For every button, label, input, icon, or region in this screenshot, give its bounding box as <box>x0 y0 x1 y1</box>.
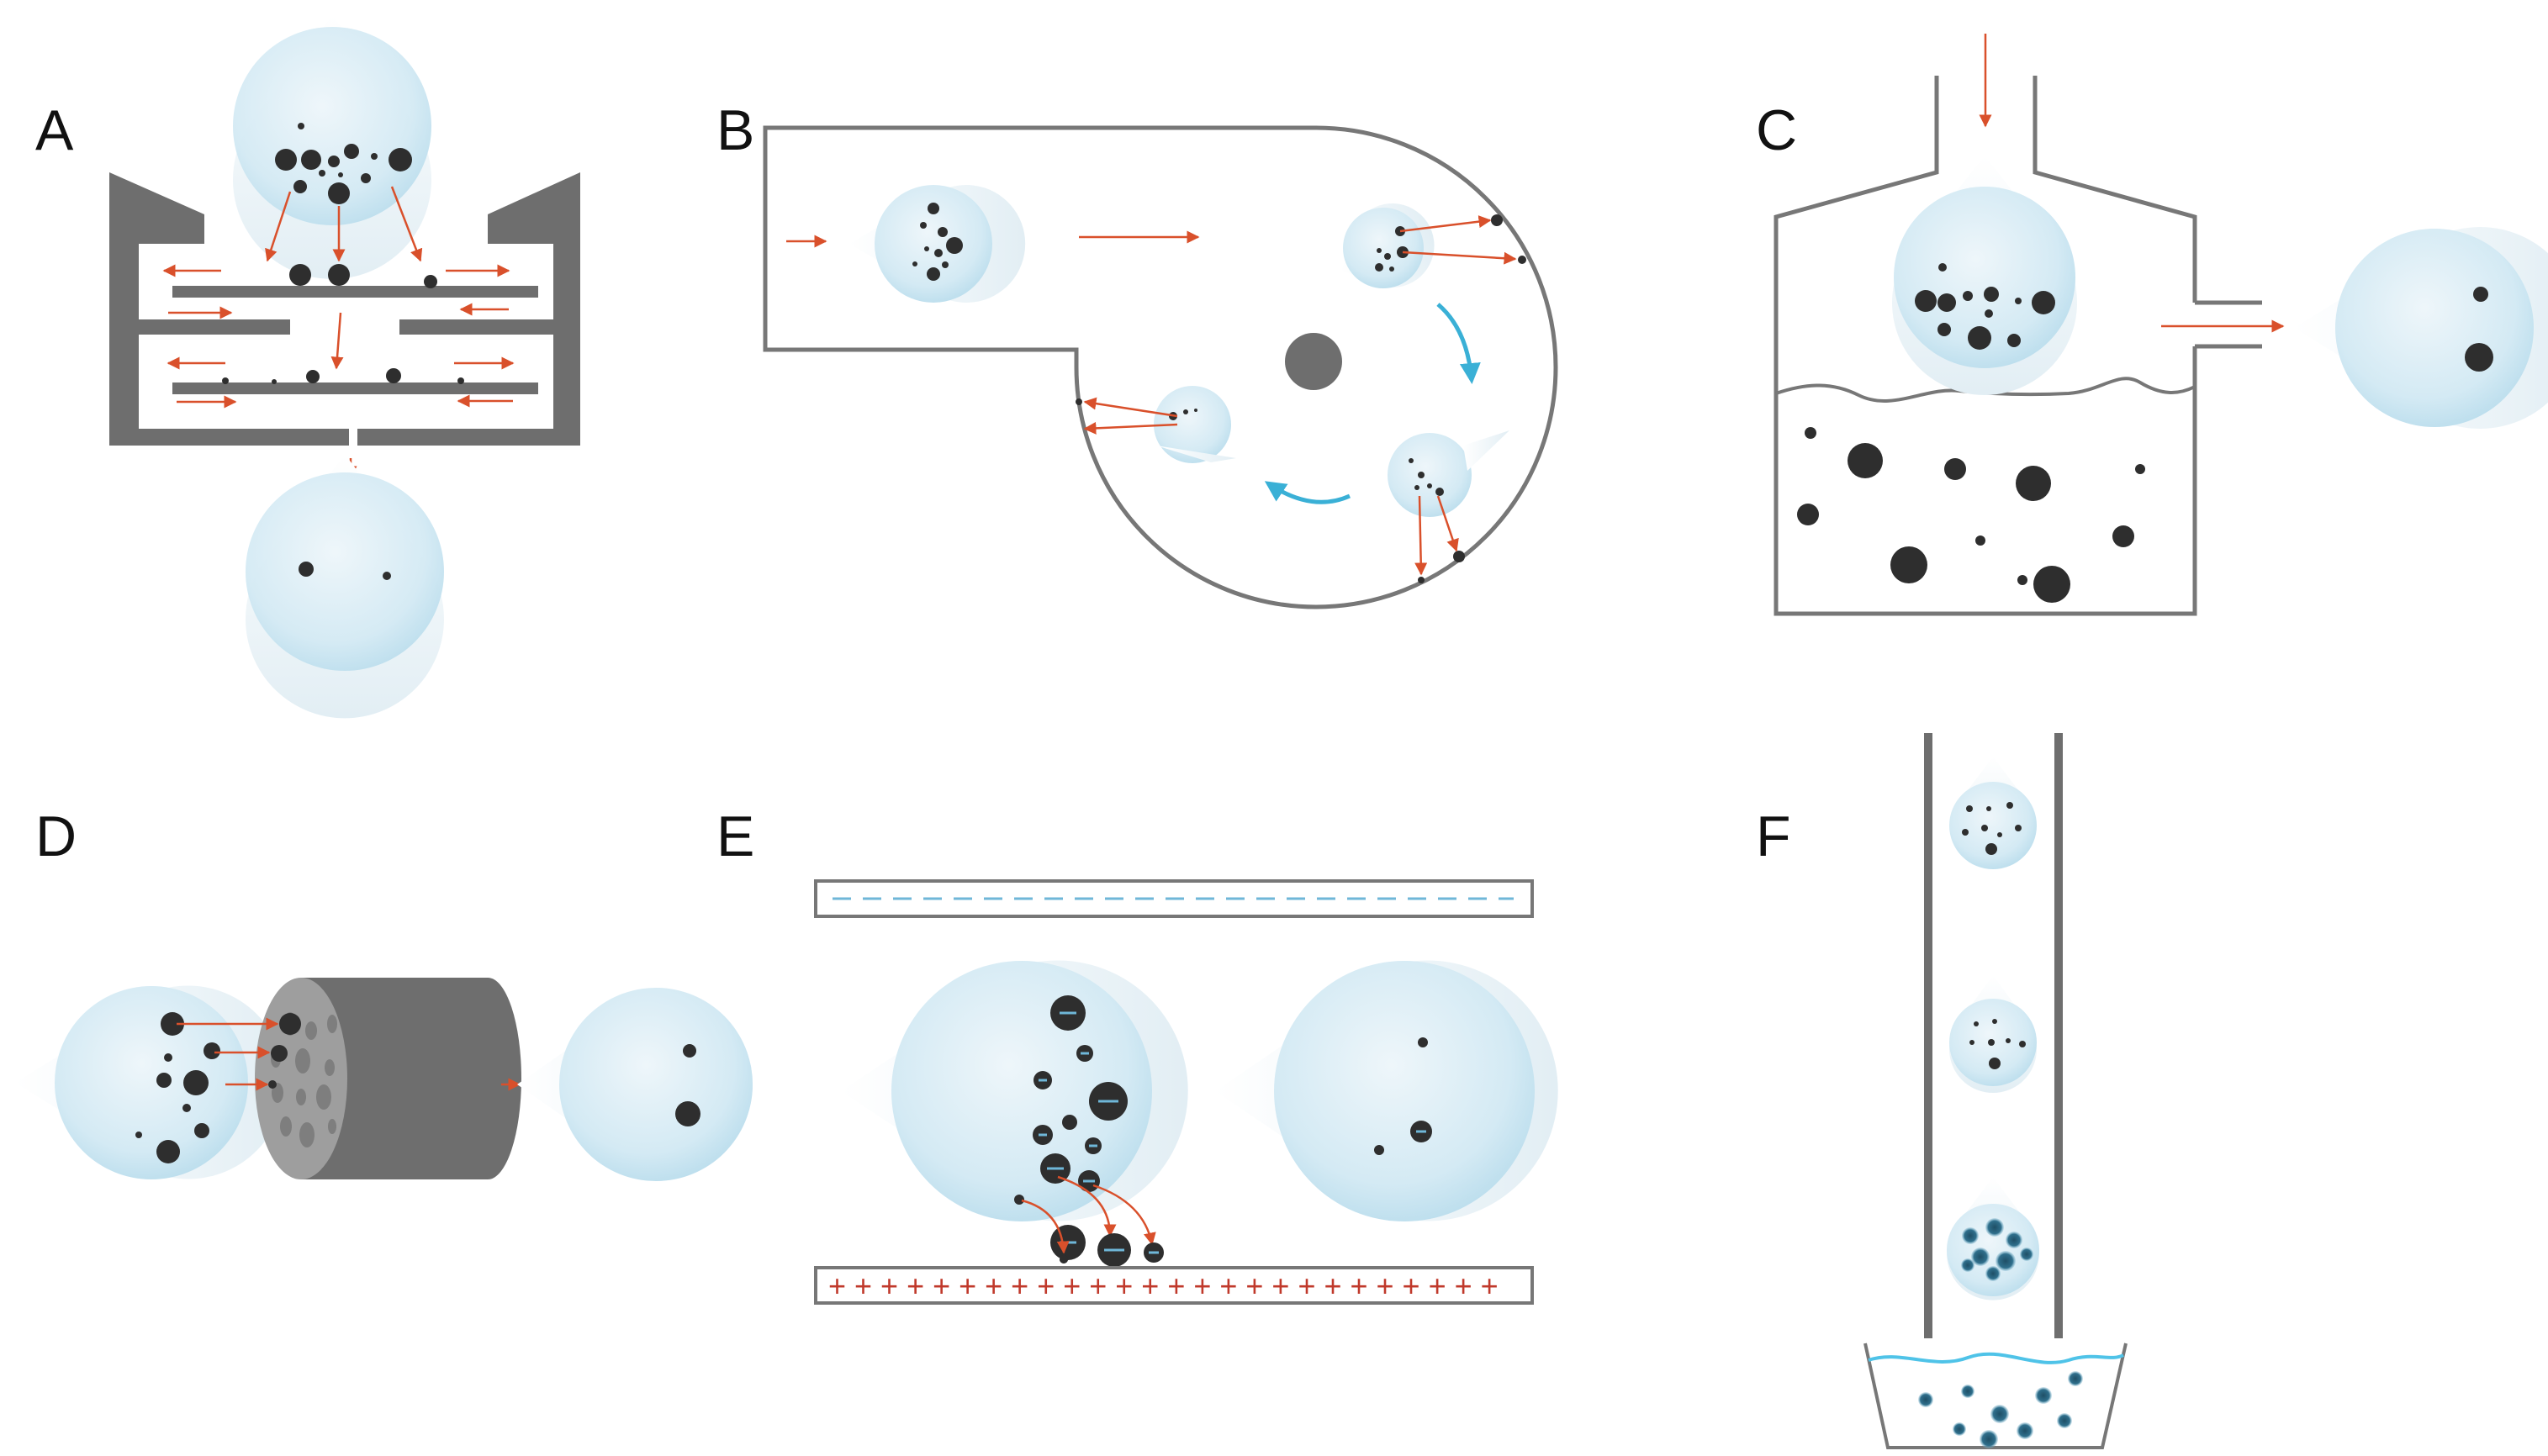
panel-a: A <box>35 15 580 719</box>
droplet-inlet <box>233 15 432 279</box>
droplet-d-outlet <box>517 988 753 1181</box>
positive-plate: + + + + + + + + + + + + + + + + + + + + … <box>814 1266 1534 1305</box>
droplet-outlet <box>246 454 444 719</box>
droplet-c-inside <box>1892 156 2077 395</box>
flow-arrows-e <box>1021 1175 1156 1254</box>
captured-particles-c <box>1797 427 2145 603</box>
collection-basin <box>1863 1343 2128 1449</box>
wall-particles-b <box>1076 214 1526 583</box>
deposited-particles-e <box>1060 1233 1164 1267</box>
negative-plate <box>814 879 1534 918</box>
cyclone-wall <box>763 125 1558 609</box>
liquid-surface <box>1775 377 2196 403</box>
panel-label-e: E <box>716 804 754 868</box>
particles-inlet <box>275 123 412 204</box>
impactor-housing <box>109 172 580 446</box>
panel-c: C <box>1756 34 2548 616</box>
droplet-d-inlet <box>15 985 285 1179</box>
panel-e: E <box>716 804 1558 1305</box>
tower-wall-left <box>1924 733 1932 1338</box>
droplet-b3 <box>1388 430 1509 517</box>
positive-plate-symbols: + + + + + + + + + + + + + + + + + + + + … <box>828 1269 1499 1303</box>
filter-cylinder <box>255 978 521 1179</box>
flow-arrows-d <box>177 1017 521 1091</box>
tower-wall-right <box>2054 733 2063 1338</box>
panel-label-a: A <box>35 98 74 162</box>
droplet-b1 <box>849 184 1026 303</box>
panel-b: B <box>716 98 1558 609</box>
cyclone-core <box>1285 333 1342 390</box>
panel-f: F <box>1756 733 2128 1449</box>
droplet-f2 <box>1949 975 2037 1094</box>
droplet-f3 <box>1946 1177 2039 1300</box>
swirl-arrows-b <box>1264 303 1481 504</box>
panel-d: D <box>15 804 753 1181</box>
panel-label-b: B <box>716 98 754 162</box>
droplet-f1 <box>1949 757 2037 869</box>
panel-label-f: F <box>1756 804 1791 868</box>
droplet-e-outlet <box>1215 960 1558 1221</box>
panel-label-d: D <box>35 804 77 868</box>
droplet-c-outlet <box>2294 227 2548 429</box>
droplet-b2 <box>1340 203 1435 288</box>
flow-arrows-a <box>162 186 515 479</box>
particles-d-inlet <box>135 1012 301 1163</box>
impacted-particles <box>222 264 464 384</box>
droplet-e-inlet <box>841 960 1188 1221</box>
flow-arrows-b <box>786 215 1517 576</box>
scrubber-vessel <box>1774 76 2262 616</box>
panel-label-c: C <box>1756 98 1797 162</box>
droplet-b4 <box>1154 386 1236 463</box>
